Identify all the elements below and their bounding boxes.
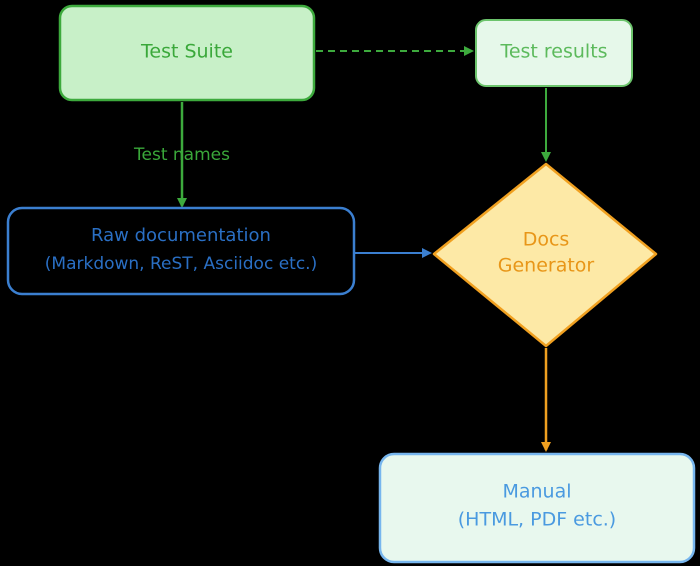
- raw-docs-title: Raw documentation: [91, 225, 271, 246]
- test-suite-label: Test Suite: [140, 41, 233, 63]
- docs-generator-diamond: [432, 162, 658, 348]
- edge-label-test-names: Test names: [133, 145, 230, 165]
- test-results-box: [475, 19, 633, 87]
- manual-formats: (HTML, PDF etc.): [458, 509, 616, 531]
- node-manual: Manual (HTML, PDF etc.): [378, 452, 696, 564]
- node-docs-generator: Docs Generator: [432, 162, 658, 348]
- raw-docs-box: [6, 206, 356, 296]
- raw-docs-formats: (Markdown, ReST, Asciidoc etc.): [45, 254, 317, 274]
- docs-generator-line1: Docs: [523, 229, 570, 251]
- node-test-results: Test results: [475, 19, 633, 87]
- node-raw-documentation: Raw documentation (Markdown, ReST, Ascii…: [6, 206, 356, 296]
- test-results-label: Test results: [499, 41, 607, 63]
- manual-title: Manual: [502, 481, 571, 503]
- node-test-suite: Test Suite: [58, 4, 316, 102]
- manual-box: [378, 452, 696, 564]
- test-suite-box: [58, 4, 316, 102]
- docs-generator-line2: Generator: [498, 255, 595, 277]
